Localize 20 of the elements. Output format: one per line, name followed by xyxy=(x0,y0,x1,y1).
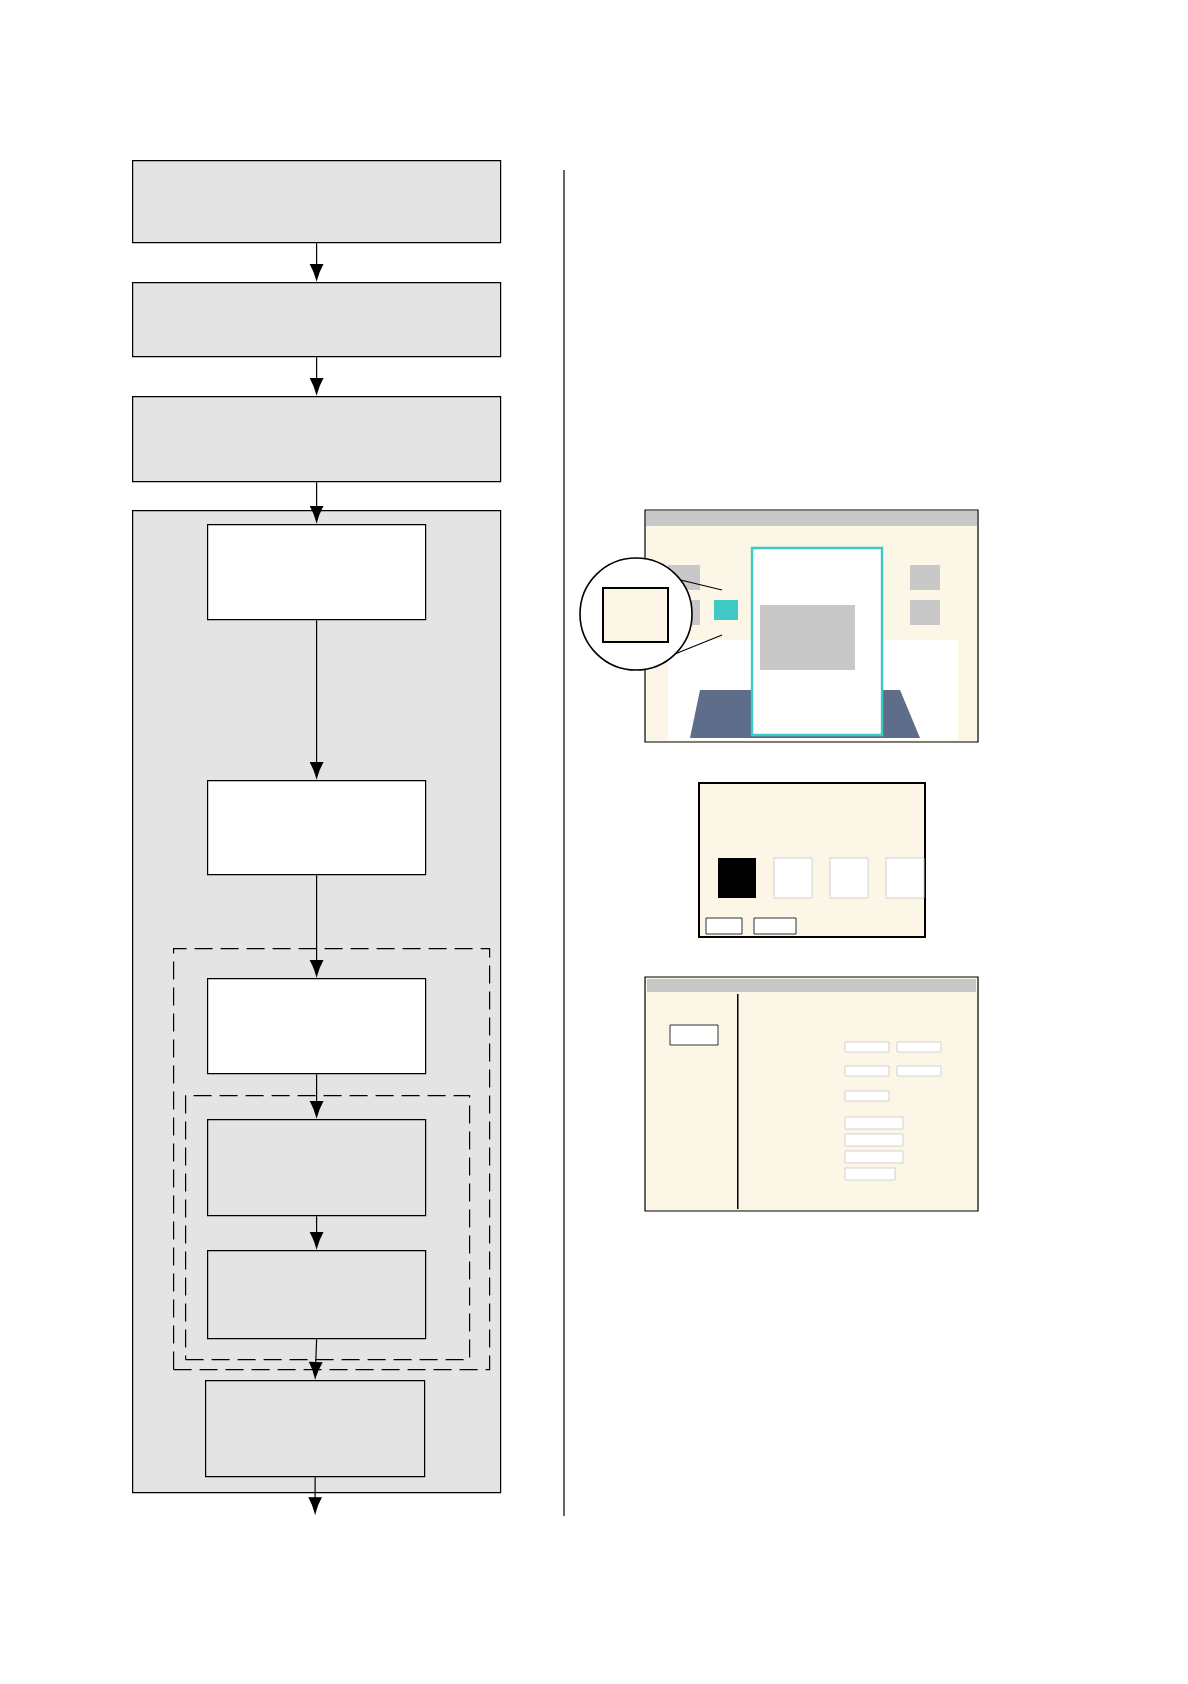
arrow xyxy=(310,619,324,779)
process-box xyxy=(205,1380,426,1478)
process-box xyxy=(207,1250,427,1340)
process-box xyxy=(132,396,502,483)
process-box xyxy=(207,1119,427,1217)
arrow xyxy=(308,1476,322,1514)
arrow xyxy=(309,1338,323,1379)
arrow xyxy=(310,481,324,523)
arrow xyxy=(310,242,324,281)
process-box xyxy=(132,160,502,244)
arrow xyxy=(310,1073,324,1118)
dashed-frame xyxy=(173,948,491,1371)
process-box xyxy=(207,524,427,621)
dashed-frame xyxy=(185,1095,471,1361)
arrow xyxy=(310,356,324,395)
process-box xyxy=(207,978,427,1075)
process-box xyxy=(132,282,502,358)
arrow xyxy=(310,874,324,977)
arrow xyxy=(310,1215,324,1249)
process-box xyxy=(207,780,427,876)
